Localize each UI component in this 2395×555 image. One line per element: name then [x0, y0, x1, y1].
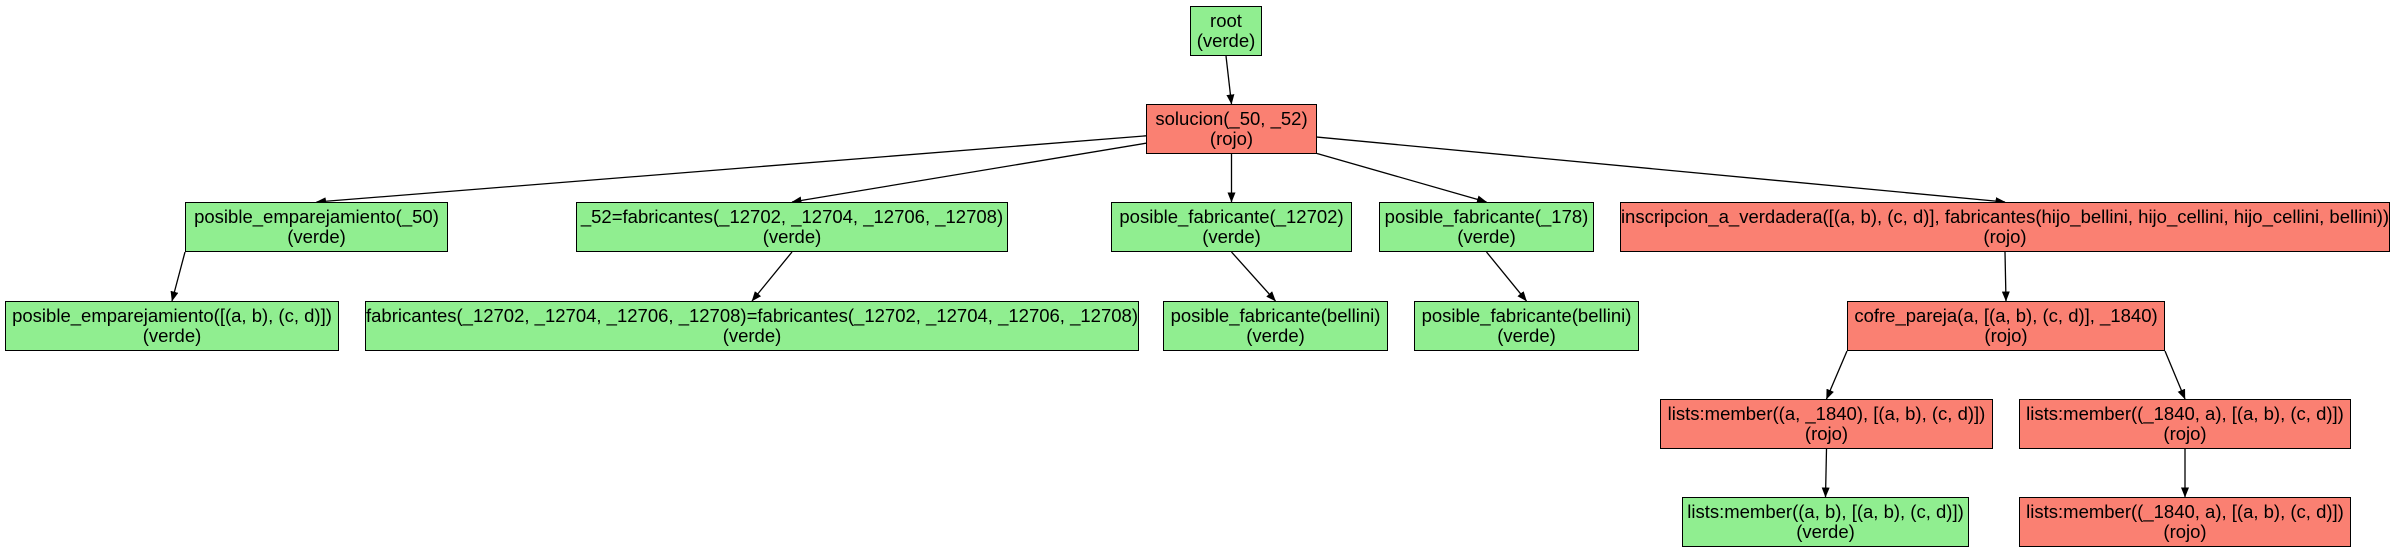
node-status: (verde) — [1202, 226, 1261, 247]
node-posible-fabricante-12702: posible_fabricante(_12702) (verde) — [1111, 202, 1352, 252]
node-label: root — [1210, 10, 1242, 31]
node-status: (rojo) — [2163, 521, 2207, 542]
node-label: cofre_pareja(a, [(a, b), (c, d)], _1840) — [1854, 305, 2158, 326]
node-status: (rojo) — [2163, 423, 2207, 444]
node-posible-emparejamiento-list: posible_emparejamiento([(a, b), (c, d)])… — [5, 301, 339, 351]
edge-root-to-solucion — [1225, 55, 1235, 105]
node-fabricantes-eq: fabricantes(_12702, _12704, _12706, _127… — [365, 301, 1139, 351]
node-status: (verde) — [1497, 325, 1556, 346]
node-status: (verde) — [287, 226, 346, 247]
node-member-a-1840: lists:member((a, _1840), [(a, b), (c, d)… — [1660, 399, 1993, 449]
node-status: (verde) — [142, 325, 202, 346]
node-label: lists:member((a, b), [(a, b), (c, d)]) — [1687, 501, 1964, 522]
node-posible-fabricante-178: posible_fabricante(_178) (verde) — [1379, 202, 1594, 252]
edge-posible_emparejamiento-to-posible_emparejamiento_list — [170, 251, 186, 302]
node-label: posible_fabricante(bellini) — [1170, 305, 1381, 326]
node-status: (rojo) — [1984, 325, 2028, 346]
node-posible-emparejamiento: posible_emparejamiento(_50) (verde) — [185, 202, 448, 252]
edge-solucion-to-posible_fabricante_178 — [1316, 152, 1487, 204]
node-cofre-pareja: cofre_pareja(a, [(a, b), (c, d)], _1840)… — [1847, 301, 2165, 351]
edge-inscripcion-to-cofre_pareja — [2001, 251, 2010, 302]
node-label: posible_emparejamiento([(a, b), (c, d)]) — [12, 305, 332, 326]
node-status: (rojo) — [1209, 128, 1254, 149]
node-status: (verde) — [1796, 521, 1855, 542]
node-member-a-b: lists:member((a, b), [(a, b), (c, d)]) (… — [1682, 497, 1969, 547]
node-label: lists:member((_1840, a), [(a, b), (c, d)… — [2026, 403, 2344, 424]
node-status: (rojo) — [1983, 226, 2027, 247]
node-label: solucion(_50, _52) — [1155, 108, 1308, 129]
node-root: root (verde) — [1190, 6, 1262, 56]
node-label: inscripcion_a_verdadera([(a, b), (c, d)]… — [1620, 206, 2390, 227]
edge-solucion-to-posible_emparejamiento — [316, 135, 1147, 206]
edge-cofre_pareja-to-member_a_1840 — [1825, 350, 1848, 400]
node-status: (rojo) — [1804, 423, 1849, 444]
node-posible-fabricante-bellini-2: posible_fabricante(bellini) (verde) — [1414, 301, 1639, 351]
node-posible-fabricante-bellini-1: posible_fabricante(bellini) (verde) — [1163, 301, 1388, 351]
node-label: fabricantes(_12702, _12704, _12706, _127… — [366, 305, 1138, 326]
edge-fabricantes_unify-to-fabricantes_eq — [751, 251, 793, 302]
edge-solucion-to-inscripcion — [1316, 136, 2006, 206]
node-inscripcion-a-verdadera: inscripcion_a_verdadera([(a, b), (c, d)]… — [1620, 202, 2390, 252]
node-label: posible_emparejamiento(_50) — [194, 206, 439, 227]
edge-posible_fabricante_178-to-posible_fabricante_bellini_2 — [1485, 251, 1528, 302]
node-label: posible_fabricante(bellini) — [1421, 305, 1632, 326]
node-label: posible_fabricante(_178) — [1384, 206, 1589, 227]
node-member-1840-a: lists:member((_1840, a), [(a, b), (c, d)… — [2019, 399, 2351, 449]
node-status: (verde) — [1246, 325, 1305, 346]
edge-member_a_1840-to-member_a_b — [1821, 448, 1830, 498]
node-status: (verde) — [722, 325, 782, 346]
node-label: posible_fabricante(_12702) — [1119, 206, 1344, 227]
node-status: (verde) — [1457, 226, 1516, 247]
node-label: lists:member((a, _1840), [(a, b), (c, d)… — [1667, 403, 1986, 424]
node-fabricantes-unify: _52=fabricantes(_12702, _12704, _12706, … — [576, 202, 1008, 252]
node-status: (verde) — [762, 226, 822, 247]
node-member-1840-a-2: lists:member((_1840, a), [(a, b), (c, d)… — [2019, 497, 2351, 547]
edge-cofre_pareja-to-member_1840_a — [2164, 350, 2186, 400]
edge-posible_fabricante_12702-to-posible_fabricante_bellini_1 — [1231, 251, 1276, 302]
node-solucion: solucion(_50, _52) (rojo) — [1146, 104, 1317, 154]
node-label: lists:member((_1840, a), [(a, b), (c, d)… — [2026, 501, 2344, 522]
edge-solucion-to-fabricantes_unify — [791, 142, 1147, 205]
node-label: _52=fabricantes(_12702, _12704, _12706, … — [580, 206, 1004, 227]
node-status: (verde) — [1196, 30, 1256, 51]
